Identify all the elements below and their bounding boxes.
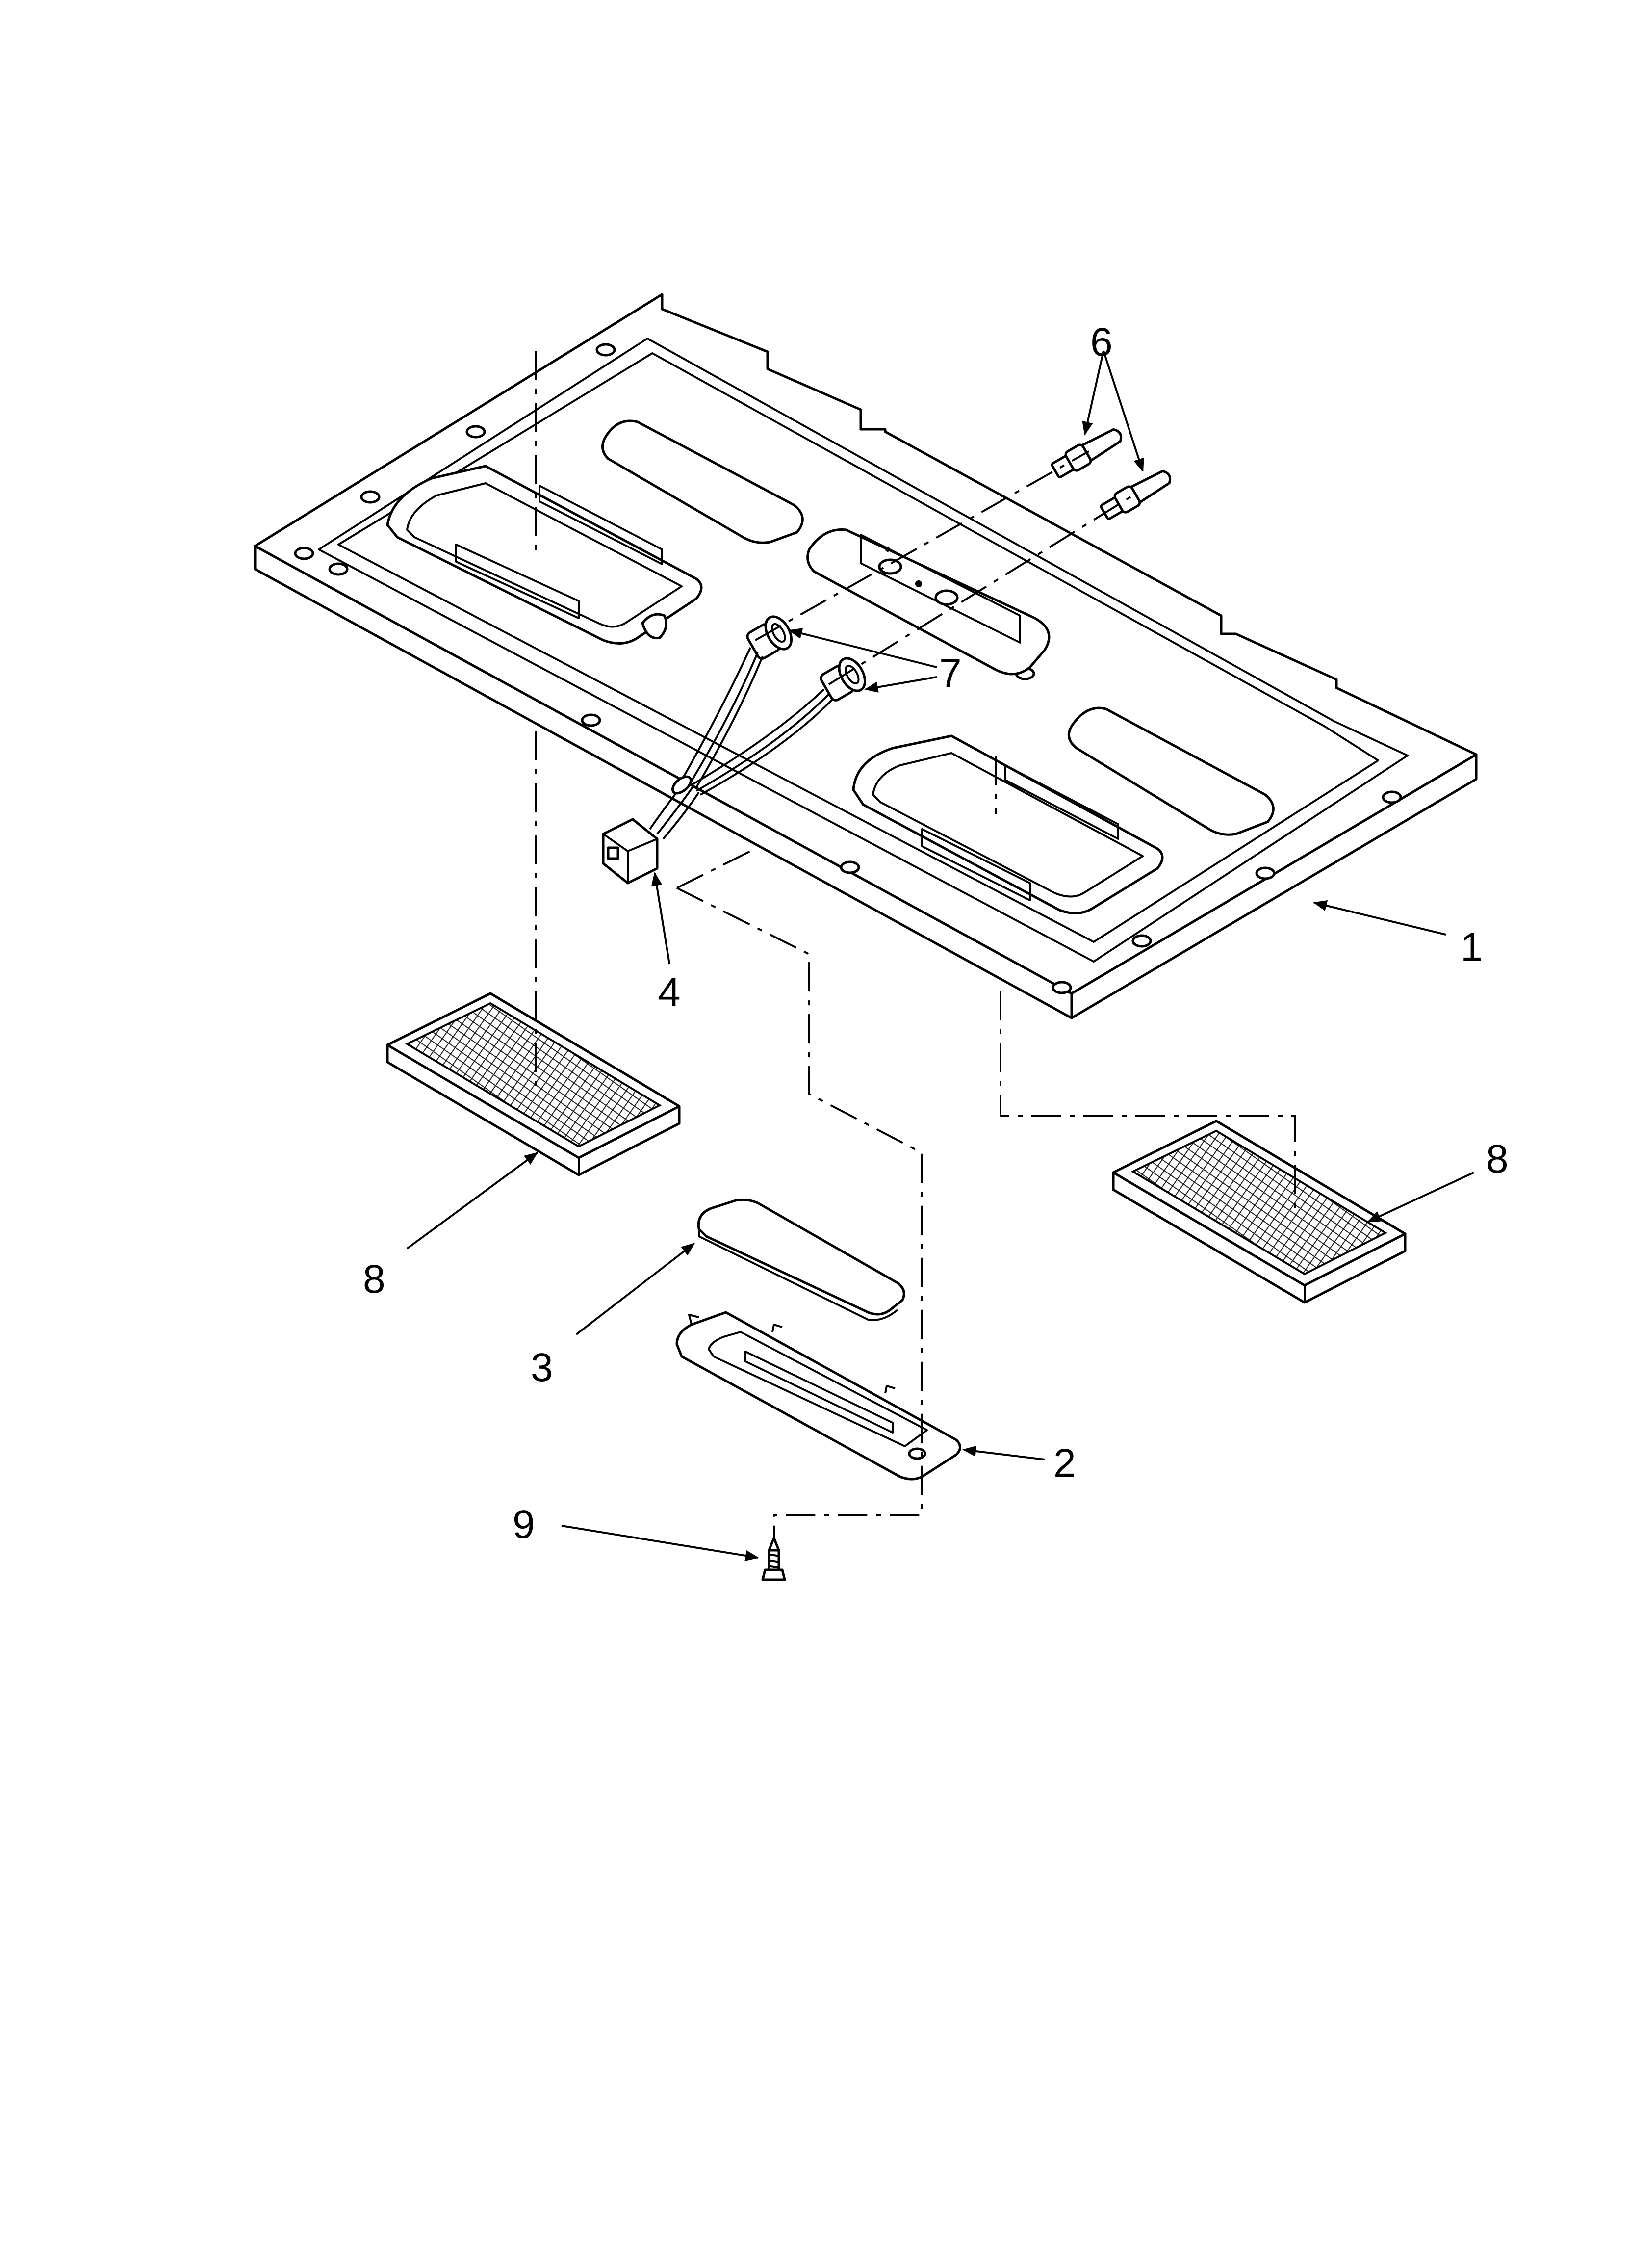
bottom-plate xyxy=(254,293,1478,1019)
cutout-frame-left xyxy=(386,465,703,645)
callout-part-8-right: 8 xyxy=(1486,1137,1509,1181)
grease-filter-right xyxy=(1112,1120,1407,1304)
callout-part-4: 4 xyxy=(658,970,681,1015)
wire-harness xyxy=(602,647,834,885)
embossed-pad-left xyxy=(601,419,804,544)
cutout-frame-right xyxy=(852,734,1164,914)
light-socket-bracket xyxy=(806,528,1051,676)
callout-part-3: 3 xyxy=(531,1345,553,1390)
embossed-pad-right xyxy=(1067,706,1275,836)
callout-part-6: 6 xyxy=(1090,320,1113,365)
lamp-lens xyxy=(697,1198,905,1321)
callout-labels: 1 2 3 4 6 7 8 8 9 xyxy=(363,320,1509,1547)
lamp-socket-upper xyxy=(746,615,793,660)
plate-mounting-holes xyxy=(294,343,1402,994)
screw xyxy=(761,1537,786,1581)
callout-part-7: 7 xyxy=(939,651,962,696)
callout-part-2: 2 xyxy=(1053,1441,1076,1486)
lamp-bulb-lower xyxy=(1100,469,1172,520)
callout-part-9: 9 xyxy=(513,1502,535,1547)
callout-part-1: 1 xyxy=(1461,925,1483,969)
leader-lines xyxy=(406,350,1474,1562)
lamp-cover xyxy=(675,1311,961,1481)
grease-filter-left xyxy=(386,992,681,1176)
callout-part-8-left: 8 xyxy=(363,1257,385,1302)
